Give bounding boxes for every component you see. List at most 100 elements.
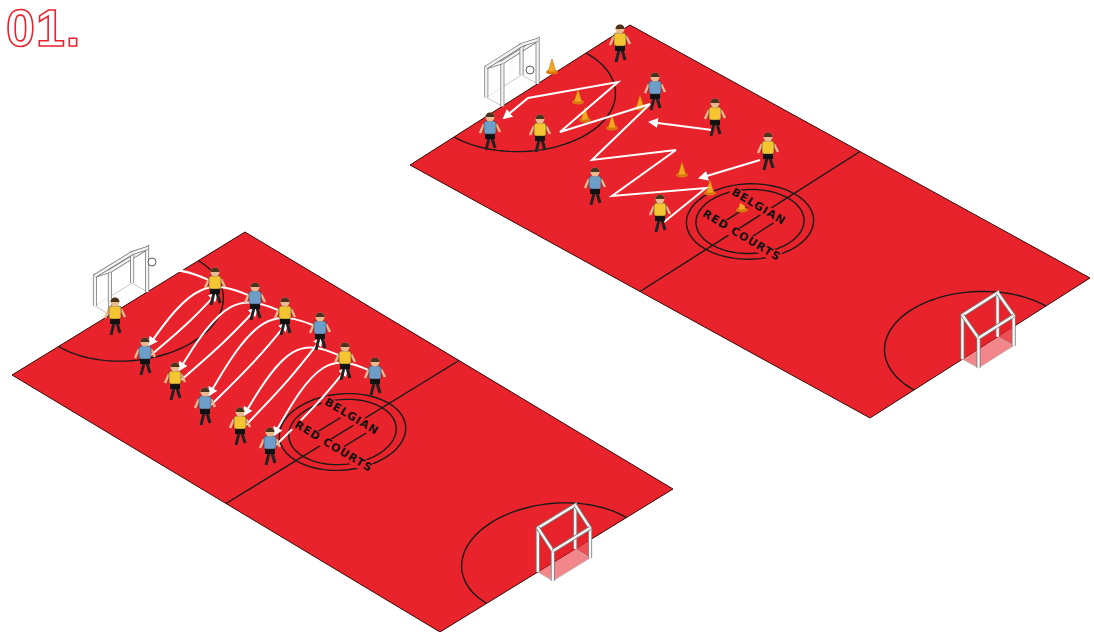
player-arm [585, 179, 589, 188]
court [410, 25, 1090, 418]
court [12, 232, 673, 632]
player-leg [236, 433, 239, 445]
goal-frame [486, 45, 521, 67]
player-head [236, 408, 245, 417]
goal-net [95, 271, 110, 315]
player-head [764, 133, 773, 142]
goal-frame [979, 316, 1014, 338]
player-arm [705, 110, 709, 119]
player-head [591, 168, 600, 177]
player-leg [201, 413, 204, 425]
player-arm [165, 374, 169, 383]
player-arm [530, 126, 534, 135]
player [275, 298, 295, 336]
player-hair [341, 343, 350, 348]
player-head [141, 338, 150, 347]
player-shirt [169, 371, 181, 384]
player-arm [310, 324, 314, 333]
player-leg [147, 363, 150, 373]
player-leg [536, 140, 539, 152]
goal-frame [95, 253, 132, 276]
player-head [201, 388, 210, 397]
player-leg [266, 453, 269, 465]
court-surface [12, 232, 673, 632]
player-arm [221, 279, 225, 287]
cone-body [706, 180, 714, 193]
player-arm [645, 84, 649, 93]
player-leg [287, 323, 290, 333]
player-leg [616, 50, 619, 62]
goal-frame [502, 40, 537, 106]
player-hair [536, 115, 545, 120]
goal-net [538, 528, 553, 581]
goal-net [962, 315, 978, 368]
player-arm [480, 124, 484, 133]
player-arm [758, 144, 762, 153]
player-head [616, 25, 625, 34]
player [105, 298, 125, 336]
player-arm [650, 206, 654, 215]
player-leg [316, 338, 319, 350]
pass-arrow [246, 338, 322, 425]
player-shirt [649, 81, 661, 94]
player-leg [662, 220, 665, 230]
player-hair [266, 428, 275, 433]
player-shirt [654, 203, 666, 216]
pass-arrow [211, 323, 287, 405]
player [205, 268, 225, 306]
goal-frame [962, 315, 978, 368]
player-arm [205, 279, 209, 288]
player-arm [105, 309, 109, 318]
player-shirt [264, 436, 276, 449]
player-leg [242, 433, 245, 443]
player-leg [770, 158, 773, 168]
player [705, 99, 725, 137]
player-arm [230, 419, 234, 428]
pass-arrow [209, 318, 320, 395]
player-shirt [484, 121, 496, 134]
player-head [651, 73, 660, 82]
player-arm [774, 144, 778, 152]
player-arm [291, 309, 295, 317]
cone [676, 162, 688, 178]
player-hair [316, 313, 325, 318]
player-shirt [762, 141, 774, 154]
goal-frame [522, 40, 538, 75]
goal [538, 505, 590, 581]
goal-frame [132, 248, 147, 283]
penalty-arc [462, 503, 627, 604]
player-hair [281, 298, 290, 303]
player-arm [381, 369, 385, 377]
player-shirt [209, 276, 221, 289]
player-leg [764, 158, 767, 170]
goal-frame [110, 248, 147, 315]
player-hair [591, 168, 600, 173]
penalty-arc [885, 291, 1046, 390]
player-arm [181, 374, 185, 382]
player-arm [610, 36, 614, 45]
player-shirt [709, 107, 721, 120]
player [335, 343, 355, 381]
cone-body [574, 89, 582, 102]
pass-arrow [650, 122, 712, 130]
player-head [711, 99, 720, 108]
halfway-line [226, 361, 459, 504]
player-hair [651, 73, 660, 78]
player-leg [341, 368, 344, 380]
player [245, 283, 265, 321]
player-arm [276, 439, 280, 447]
player-head [656, 195, 665, 204]
player-shirt [279, 306, 291, 319]
player-arm [496, 124, 500, 132]
player [645, 73, 665, 111]
player [530, 115, 550, 153]
player-leg [591, 193, 594, 205]
player-shirt [314, 321, 326, 334]
player [480, 113, 500, 151]
player-arm [195, 399, 199, 408]
goal-frame [110, 248, 147, 315]
cone [546, 59, 558, 75]
player-shirt [369, 366, 381, 379]
player-hair [171, 363, 180, 368]
